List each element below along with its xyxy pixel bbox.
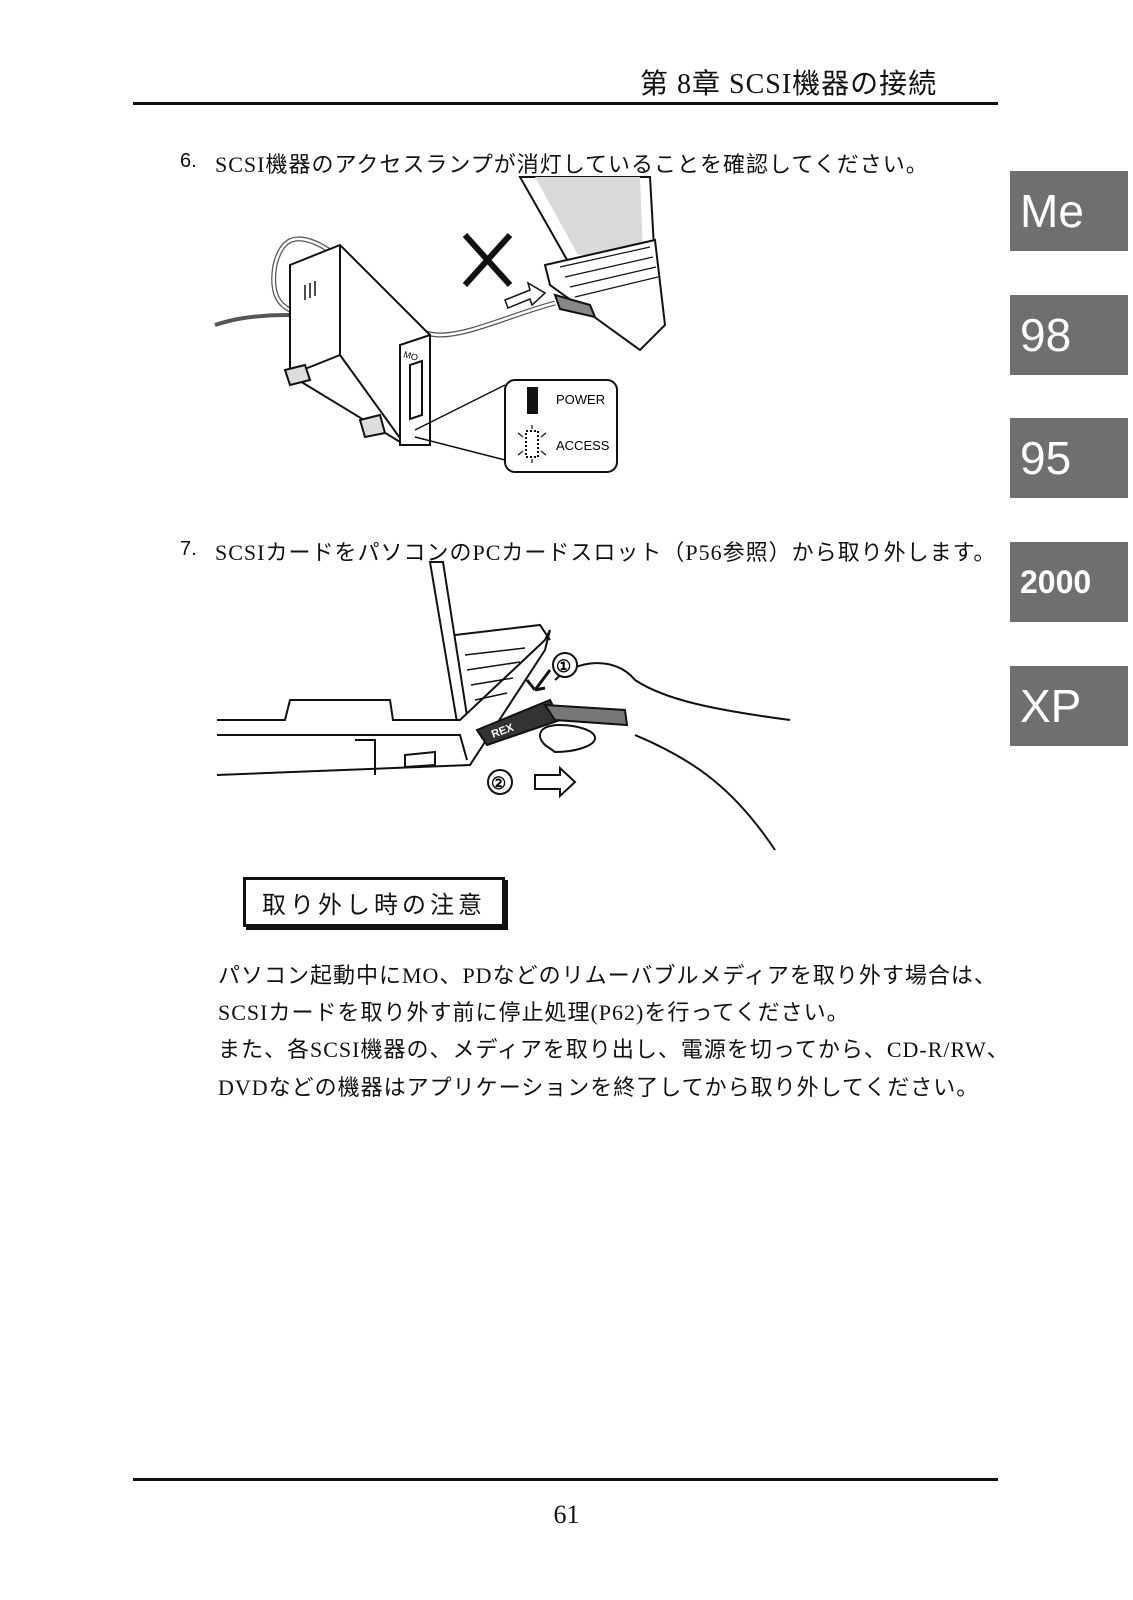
footer-rule	[133, 1478, 998, 1481]
step-6-text: SCSI機器のアクセスランプが消灯していることを確認してください。	[215, 152, 929, 177]
header-rule	[133, 102, 998, 105]
tab-98[interactable]: 98	[1010, 295, 1128, 375]
note-line-2: SCSIカードを取り外す前に停止処理(P62)を行ってください。	[218, 1000, 850, 1025]
step-7-number: 7.	[180, 538, 197, 560]
figure-scsi-device-connection: MO POWER ACCESS	[214, 176, 667, 473]
page-header-title: 第 8章 SCSI機器の接続	[640, 69, 938, 100]
step-7-text: SCSIカードをパソコンのPCカードスロット（P56参照）から取り外します。	[215, 540, 997, 565]
step1-marker: ①	[556, 657, 571, 676]
tab-95[interactable]: 95	[1010, 418, 1128, 498]
note-line-3: また、各SCSI機器の、メディアを取り出し、電源を切ってから、CD-R/RW、	[218, 1037, 1010, 1062]
mo-label: MO	[402, 349, 419, 362]
tab-2000[interactable]: 2000	[1010, 542, 1128, 622]
note-line-1: パソコン起動中にMO、PDなどのリムーバブルメディアを取り外す場合は、	[218, 963, 997, 988]
step2-marker: ②	[491, 774, 506, 793]
figure-card-removal: ① ② REX	[216, 561, 791, 851]
power-label: POWER	[556, 392, 605, 407]
page-number: 61	[553, 1500, 580, 1529]
access-label: ACCESS	[556, 438, 610, 453]
tab-xp[interactable]: XP	[1010, 666, 1128, 746]
note-title-box: 取り外し時の注意	[243, 877, 505, 927]
note-line-4: DVDなどの機器はアプリケーションを終了してから取り外してください。	[218, 1075, 980, 1100]
tab-me[interactable]: Me	[1010, 171, 1128, 251]
step-6-number: 6.	[180, 150, 197, 172]
